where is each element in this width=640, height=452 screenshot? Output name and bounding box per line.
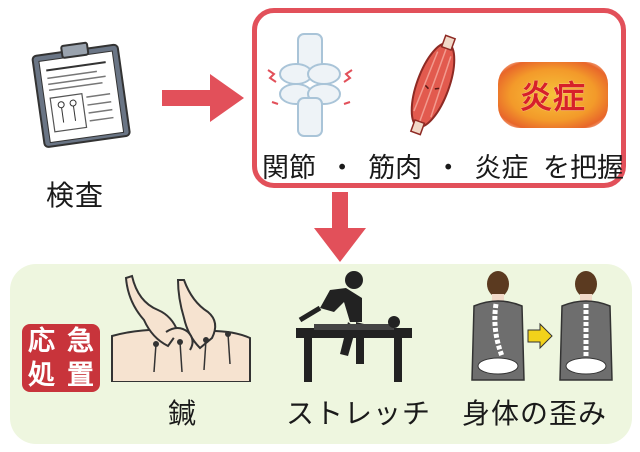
badge-char-2: 急: [67, 325, 94, 357]
assessment-caption: 関節 ・ 筋肉 ・ 炎症 を把握: [262, 146, 624, 184]
badge-char-1: 応: [28, 325, 55, 357]
caption-sep-2: ・: [434, 153, 462, 184]
treatment-label-acupuncture: 鍼: [168, 397, 198, 430]
badge-char-3: 処: [28, 359, 55, 391]
stretch-icon: [296, 271, 412, 382]
exam-label: 検査: [46, 179, 105, 212]
treatment-label-posture: 身体の歪み: [462, 397, 608, 430]
exam-section: 検査: [20, 40, 140, 220]
muscle-icon: [409, 34, 457, 136]
joint-icon: [267, 33, 353, 137]
caption-sep-1: ・: [328, 153, 356, 184]
spine-alignment-icon: [471, 271, 613, 381]
badge-char-4: 置: [67, 359, 94, 391]
emergency-badge: 応 急 処 置: [22, 324, 100, 392]
acupuncture-icon: [111, 274, 251, 382]
caption-joint: 関節: [262, 153, 316, 184]
caption-grasp: を把握: [542, 153, 624, 184]
clipboard-icon: [31, 41, 131, 148]
treatment-label-stretch: ストレッチ: [286, 397, 432, 430]
caption-muscle: 筋肉: [368, 153, 423, 184]
caption-inflammation: 炎症: [474, 153, 529, 184]
inflammation-badge: 炎症: [498, 62, 608, 128]
arrow-right-icon: [162, 74, 244, 122]
arrow-down-icon: [314, 192, 366, 262]
